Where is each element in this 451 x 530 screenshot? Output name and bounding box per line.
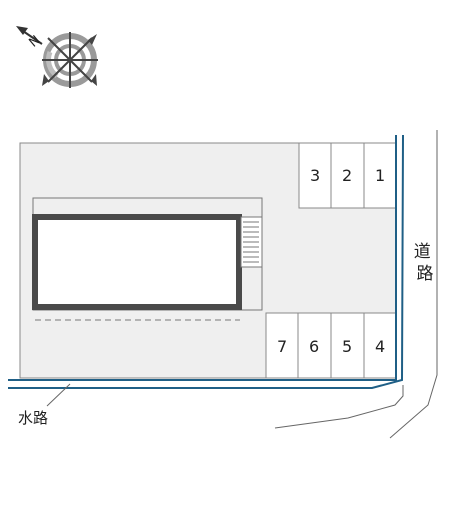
road-label-char-2: 路 bbox=[417, 264, 434, 284]
parking-space-4: 4 bbox=[375, 337, 385, 356]
parking-bottom-row: 7 6 5 4 bbox=[265, 312, 397, 379]
staircase bbox=[240, 216, 263, 268]
building bbox=[32, 197, 263, 321]
parking-space-7: 7 bbox=[277, 337, 287, 356]
road-far-edge bbox=[389, 130, 438, 439]
road-label: 道 路 bbox=[414, 242, 436, 284]
parking-space-1: 1 bbox=[375, 166, 385, 185]
parking-space-3: 3 bbox=[310, 166, 320, 185]
parking-space-5: 5 bbox=[342, 337, 352, 356]
road-boundary bbox=[8, 134, 404, 389]
waterway-leader-line bbox=[46, 383, 71, 407]
road-label-char-1: 道 bbox=[414, 242, 431, 262]
parking-top-row: 3 2 1 bbox=[298, 142, 397, 209]
parking-space-6: 6 bbox=[309, 337, 319, 356]
waterway-label: 水路 bbox=[18, 409, 48, 427]
parking-space-2: 2 bbox=[342, 166, 352, 185]
road-curve bbox=[274, 385, 404, 429]
compass-rose-icon: N bbox=[16, 26, 98, 88]
